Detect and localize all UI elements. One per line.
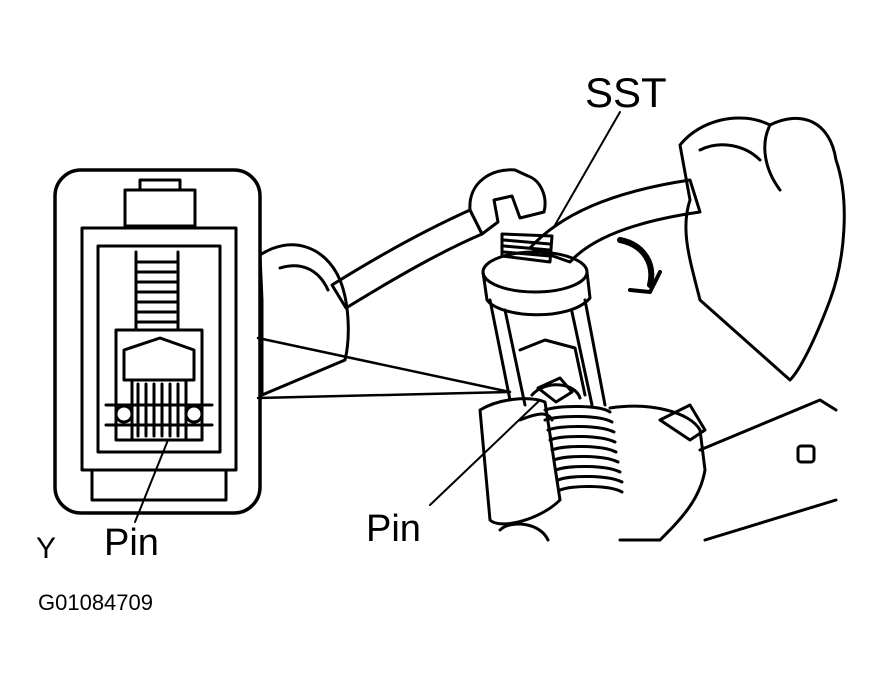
sst-cage: [488, 298, 607, 407]
sst-collar: [481, 250, 589, 294]
detail-nut: [123, 188, 197, 228]
right-hand: [678, 116, 846, 382]
figure-code: G01084709: [38, 590, 153, 615]
pin-label-left: Pin: [104, 522, 159, 564]
leader-pin-left: [134, 439, 169, 523]
detail-outer-frame: [80, 226, 238, 472]
zoom-callout: [256, 336, 512, 400]
caliper-body: [478, 397, 562, 526]
leader-sst: [554, 111, 621, 226]
upper-wrench: [330, 208, 484, 310]
detail-base: [90, 468, 228, 502]
detail-yoke: [114, 328, 204, 442]
sst-label: SST: [585, 69, 667, 116]
pin-label-right: Pin: [366, 508, 421, 550]
detail-frame: [53, 168, 262, 515]
view-letter: Y: [36, 532, 57, 565]
pin-right-shape: [536, 376, 574, 404]
spring: [543, 404, 624, 494]
leader-pin-right: [429, 399, 541, 506]
sst-bolt: [500, 232, 554, 264]
rotation-arrow: [617, 237, 655, 288]
detail-screw: [134, 250, 180, 332]
lower-wrench: [528, 178, 702, 264]
